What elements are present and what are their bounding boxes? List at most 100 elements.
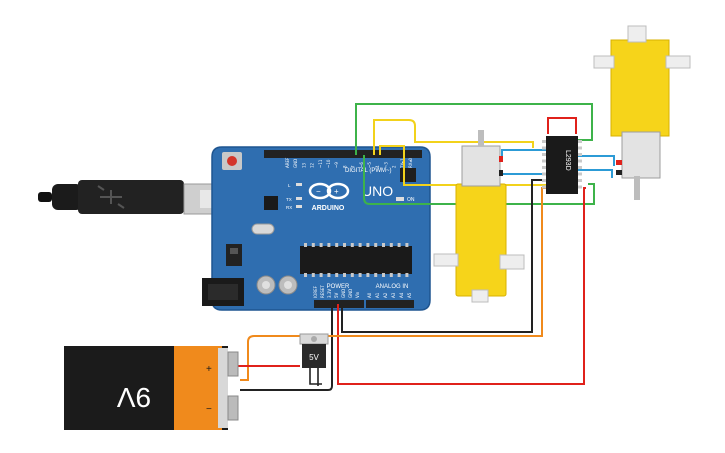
digital-pin-label-6: ~9 (334, 162, 339, 168)
power-pin-label-1: RESET (320, 285, 325, 298)
chip-pins-bottom-leg-0 (304, 273, 307, 277)
l293d-driver[interactable]: L293D (542, 136, 582, 194)
digital-pin-label-2: 13 (301, 162, 306, 168)
motor-left[interactable] (433, 130, 525, 303)
led-tx (296, 197, 302, 200)
driver-pin-L6 (542, 179, 546, 182)
wire-blue-left-top[interactable] (501, 149, 549, 160)
motor-left-shaft (499, 254, 525, 270)
digital-pin-label-7: 8 (342, 165, 347, 168)
wire-blue-right-top[interactable] (578, 155, 615, 166)
wire-black-battery[interactable] (240, 304, 333, 391)
digital-pin-label-12: ~3 (383, 162, 388, 168)
driver-pin-L7 (542, 185, 546, 189)
motor-right[interactable] (593, 25, 691, 200)
chip-pins-bottom-leg-10 (382, 273, 385, 277)
battery-terminal-minus[interactable] (227, 395, 239, 421)
arduino-board[interactable]: − + ARDUINO UNO DIGITAL (PWM~) ON L TX R… (202, 146, 431, 311)
wire-red-top[interactable] (547, 117, 577, 134)
board-regulator (226, 244, 242, 266)
driver-label: L293D (564, 150, 571, 171)
icsp-header (400, 168, 416, 182)
driver-pin-L2 (542, 153, 546, 156)
power-pin-label-3: 5V (334, 292, 339, 298)
chip-pins-bottom-leg-9 (374, 273, 378, 277)
chip-pins-top-leg-7 (358, 243, 362, 247)
chip-pins-top-leg-6 (350, 243, 354, 247)
usb-icon (97, 185, 125, 209)
board-brand: ARDUINO (312, 205, 345, 212)
wire-green-bottom[interactable] (363, 155, 595, 205)
chip-pins-bottom-leg-8 (366, 273, 370, 277)
chip-pins-top-leg-11 (389, 243, 393, 247)
analog-pin-label-4: A4 (399, 292, 404, 298)
regulator-5v[interactable]: 5V (299, 333, 329, 368)
chip-pins-top-leg-8 (366, 243, 370, 247)
wire-blue-right-bottom[interactable] (578, 169, 613, 178)
driver-pin-L3 (542, 159, 546, 163)
chip-pins-bottom-leg-3 (327, 273, 331, 277)
wire-green-top[interactable] (355, 103, 593, 155)
digital-pin-label-8: 7 (351, 165, 356, 168)
chip-pins-bottom-leg-1 (311, 273, 315, 277)
chip-pins-bottom-leg-11 (389, 273, 393, 277)
analog-pin-label-2: A2 (383, 292, 388, 298)
chip-pins-top-leg-0 (304, 243, 307, 247)
chip-pins-top-leg-13 (405, 243, 409, 247)
wire-black-gnd[interactable] (341, 179, 546, 333)
analog-header-label: ANALOG IN (376, 284, 409, 290)
chip-pins-bottom-leg-2 (319, 273, 323, 277)
driver-pin-R1 (578, 146, 582, 150)
chip-pins-bottom-leg-12 (397, 273, 401, 277)
chip-pins-top-leg-9 (374, 243, 378, 247)
driver-pin-L0 (542, 140, 546, 143)
wire-yellow-top[interactable] (373, 119, 534, 155)
svg-text:−: − (316, 187, 321, 196)
board-model: UNO (362, 183, 393, 199)
led-tx-label: TX (286, 197, 292, 202)
battery-voltage: 9V (117, 382, 152, 413)
chip-pins-top-leg-1 (311, 243, 315, 247)
reset-icon (227, 156, 237, 166)
motor-right-can (621, 131, 661, 179)
digital-header[interactable] (264, 150, 422, 158)
analog-header[interactable] (366, 300, 414, 308)
power-pin-label-5: GND (348, 289, 353, 298)
driver-pin-L4 (542, 166, 546, 169)
driver-pin-R6 (578, 179, 582, 182)
power-pin-label-0: IOREF (313, 285, 318, 298)
on-label: ON (407, 197, 415, 203)
wire-red-5v[interactable] (337, 187, 586, 385)
wire-orange[interactable] (240, 187, 548, 381)
digital-pin-label-5: ~10 (326, 159, 331, 168)
digital-header-label: DIGITAL (PWM~) (345, 168, 392, 174)
driver-pin-L1 (542, 146, 546, 150)
svg-text:+: + (334, 187, 339, 196)
driver-pin-R3 (578, 159, 582, 163)
on-led (396, 197, 404, 201)
chip-pins-bottom-leg-13 (405, 273, 409, 277)
digital-pin-label-4: ~11 (318, 159, 323, 168)
wire-blue-left-bottom[interactable] (501, 168, 549, 175)
digital-pin-label-14: TX▸1 (400, 158, 405, 169)
led-rx-label: RX (286, 205, 292, 210)
digital-pin-label-13: 2 (392, 165, 397, 168)
analog-pin-label-0: A0 (367, 292, 372, 298)
analog-pin-label-3: A3 (391, 292, 396, 298)
chip-pins-top-leg-10 (382, 243, 385, 247)
battery-9v[interactable]: 9V + − (64, 346, 239, 430)
led-l-label: L (288, 183, 291, 188)
battery-terminal-plus[interactable] (227, 351, 239, 377)
power-pin-label-2: 3.3V (327, 289, 332, 298)
power-pin-label-6: Vin (355, 291, 360, 298)
analog-pin-label-5: A5 (407, 292, 412, 298)
battery-plus-label: + (206, 364, 212, 375)
digital-pin-label-10: ~5 (367, 162, 372, 168)
motor-left-can (461, 145, 501, 187)
chip-pins-bottom-leg-7 (358, 273, 362, 277)
power-pin-label-4: GND (341, 289, 346, 298)
driver-pin-R0 (578, 140, 582, 143)
digital-pin-label-11: 4 (375, 165, 380, 168)
crystal (251, 223, 275, 235)
